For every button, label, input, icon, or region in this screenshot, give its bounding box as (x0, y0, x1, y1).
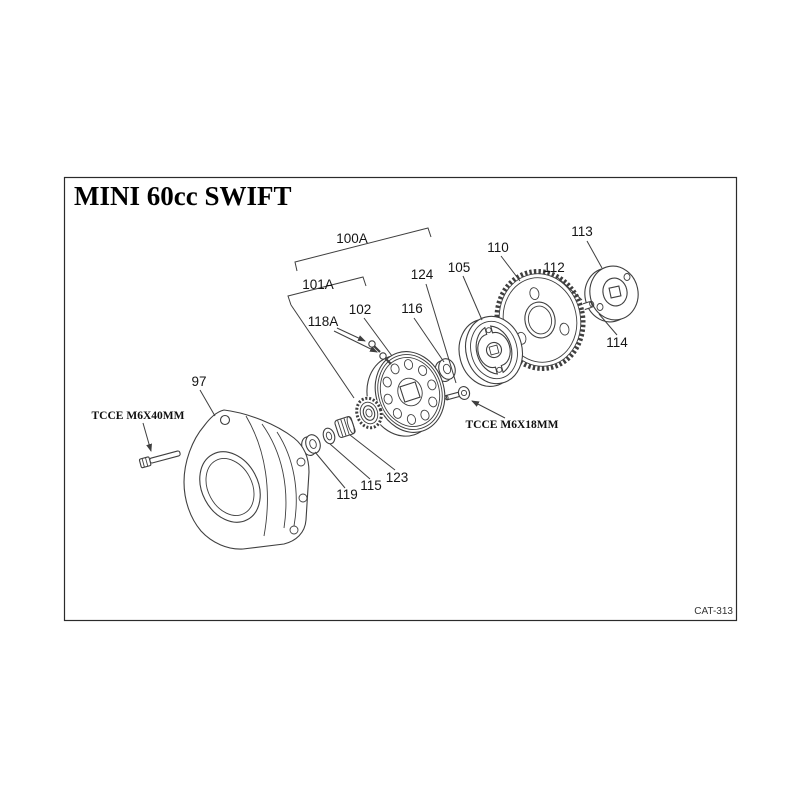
callout-123: 123 (386, 470, 409, 485)
leader-line-114 (598, 313, 618, 336)
leader-arrow-118a-2 (333, 330, 378, 353)
clutch-drum-102 (366, 351, 446, 437)
leader-line-110 (500, 255, 521, 282)
crankcase-cover-97 (183, 409, 310, 550)
clutch-shoe-assembly-105 (458, 315, 523, 387)
washer-115 (322, 427, 336, 445)
bolt-note-m6x18: TCCE M6X18MM (466, 419, 559, 431)
callout-118a: 118A (308, 314, 339, 329)
leader-arrow-118a-1 (336, 327, 366, 342)
mount-bolt-m6x40 (138, 450, 181, 469)
leader-line-101a-group (290, 304, 355, 399)
leader-line-119 (314, 451, 346, 489)
leader-line-105 (462, 275, 483, 321)
callout-110: 110 (487, 240, 509, 255)
leader-line-97 (199, 389, 216, 417)
leader-arrow-m6x18 (471, 400, 506, 419)
leader-line-116 (413, 317, 445, 363)
callout-114: 114 (606, 335, 628, 350)
callout-115: 115 (360, 478, 382, 493)
callout-102: 102 (349, 302, 372, 317)
callout-101a: 101A (302, 277, 334, 292)
leader-arrow-m6x40 (142, 422, 152, 452)
callout-116: 116 (401, 301, 423, 316)
callout-112: 112 (543, 260, 565, 275)
clutch-bolt-124 (444, 386, 471, 401)
leader-line-113 (586, 240, 603, 269)
callout-119: 119 (336, 487, 358, 502)
pinion-gear (354, 396, 384, 430)
callout-100a: 100A (336, 231, 368, 246)
leader-line-124 (425, 283, 457, 384)
leader-line-100a (294, 227, 432, 272)
leader-line-123 (349, 434, 396, 471)
needle-bearing-123 (334, 416, 356, 438)
callout-97: 97 (191, 374, 206, 389)
leader-line-101a (287, 276, 367, 306)
page-title: MINI 60cc SWIFT (74, 181, 292, 211)
hub-cover-113 (584, 265, 639, 323)
callout-105: 105 (448, 260, 471, 275)
callout-124: 124 (411, 267, 434, 282)
leader-line-112 (555, 275, 583, 301)
leader-line-115 (329, 443, 371, 480)
leader-line-102 (363, 317, 393, 357)
catalog-code: CAT-313 (694, 606, 733, 617)
bolt-note-m6x40: TCCE M6X40MM (92, 410, 185, 422)
callout-113: 113 (571, 224, 593, 239)
